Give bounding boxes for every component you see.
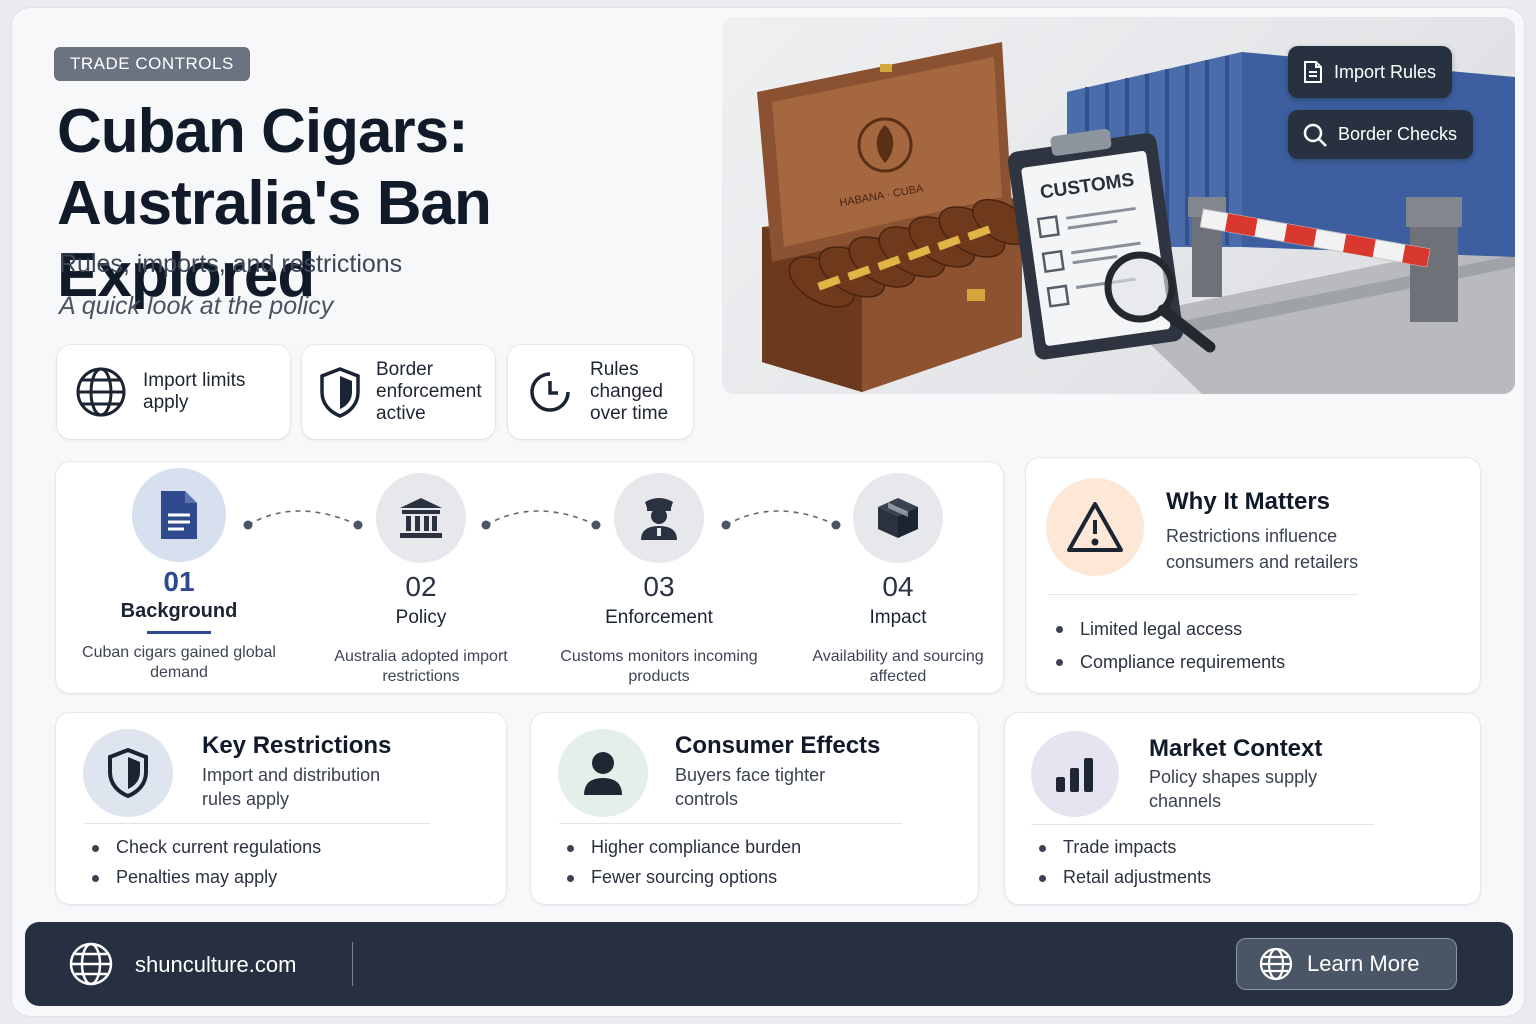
clock-icon <box>530 372 570 412</box>
step-icon-circle <box>132 468 226 562</box>
feature-label: Border enforcement active <box>376 359 482 424</box>
document-icon <box>1304 61 1322 83</box>
hero-illustration: HABANA · CUBA CUSTOMS Import Rules <box>722 17 1515 394</box>
step-description: Availability and sourcing affected <box>812 648 984 685</box>
why-bullets: Limited legal access Compliance requirem… <box>1054 613 1285 679</box>
bullet-item: Limited legal access <box>1054 613 1285 646</box>
feature-border-enforcement: Border enforcement active <box>302 345 495 439</box>
learn-more-button[interactable]: Learn More <box>1236 938 1457 990</box>
divider <box>1048 594 1358 595</box>
card-bullets: Check current regulations Penalties may … <box>90 832 321 892</box>
page-title: Cuban Cigars: Australia's Ban Explored <box>57 96 717 312</box>
divider <box>1031 824 1374 825</box>
document-icon <box>161 491 197 539</box>
bullet-item: Penalties may apply <box>90 862 321 892</box>
market-context-card: Market Context Policy shapes supply chan… <box>1005 713 1480 904</box>
why-title: Why It Matters <box>1166 488 1331 515</box>
step-icon-circle <box>853 473 943 563</box>
page-tagline: A quick look at the policy <box>59 292 334 320</box>
card-description: Policy shapes supply channels <box>1149 767 1318 811</box>
why-description: Restrictions influence consumers and ret… <box>1166 526 1359 572</box>
title-line-1: Cuban Cigars: <box>57 97 469 166</box>
active-step-underline <box>147 631 211 634</box>
card-bullets: Trade impacts Retail adjustments <box>1037 832 1211 892</box>
step-icon-circle <box>376 473 466 563</box>
card-bullets: Higher compliance burden Fewer sourcing … <box>565 832 801 892</box>
divider <box>84 823 430 824</box>
search-icon <box>1303 123 1327 147</box>
shield-icon <box>108 748 148 798</box>
import-rules-label: Import Rules <box>1334 61 1437 82</box>
timeline-step-enforcement: 03 Enforcement Customs monitors incoming… <box>549 473 769 687</box>
footer-bar: shunculture.com Learn More <box>25 922 1513 1006</box>
card-title: Market Context <box>1149 735 1323 762</box>
title-line-2: Australia's Ban Explored <box>57 169 492 310</box>
import-rules-button[interactable]: Import Rules <box>1288 46 1453 98</box>
shield-icon-circle <box>83 729 173 817</box>
bar-chart-icon-circle <box>1031 731 1119 817</box>
government-building-icon <box>400 498 442 538</box>
user-icon <box>584 752 622 795</box>
bullet-item: Higher compliance burden <box>565 832 801 862</box>
step-description: Customs monitors incoming products <box>560 648 758 685</box>
card-description: Import and distribution rules apply <box>202 765 381 809</box>
shield-icon <box>320 367 360 418</box>
card-title: Consumer Effects <box>675 732 881 759</box>
feature-import-limits: Import limits apply <box>57 345 290 439</box>
step-number: 03 <box>643 571 675 602</box>
globe-icon <box>69 942 113 986</box>
user-icon-circle <box>558 729 648 817</box>
border-checks-button[interactable]: Border Checks <box>1288 110 1474 159</box>
learn-more-label: Learn More <box>1307 951 1420 976</box>
step-number: 02 <box>405 571 437 602</box>
package-icon <box>878 498 918 538</box>
footer-divider <box>352 942 353 986</box>
site-url[interactable]: shunculture.com <box>135 952 297 977</box>
feature-label: Rules changed over time <box>590 359 669 424</box>
bullet-item: Trade impacts <box>1037 832 1211 862</box>
card-title: Key Restrictions <box>202 732 392 759</box>
why-it-matters-card: Why It Matters Restrictions influence co… <box>1026 458 1480 693</box>
warning-icon <box>1067 502 1123 552</box>
globe-icon <box>76 367 126 417</box>
bullet-item: Retail adjustments <box>1037 862 1211 892</box>
feature-rules-changed: Rules changed over time <box>508 345 693 439</box>
page-subtitle: Rules, imports, and restrictions <box>59 250 403 278</box>
timeline-step-policy: 02 Policy Australia adopted import restr… <box>311 473 531 687</box>
step-title: Enforcement <box>605 607 713 628</box>
step-icon-circle <box>614 473 704 563</box>
step-title: Impact <box>869 607 927 628</box>
divider <box>559 823 902 824</box>
globe-icon <box>1259 947 1293 981</box>
bullet-item: Check current regulations <box>90 832 321 862</box>
step-title: Background <box>120 600 238 622</box>
consumer-effects-card: Consumer Effects Buyers face tighter con… <box>531 713 978 904</box>
timeline-step-background: 01 Background Cuban cigars gained global… <box>69 468 289 683</box>
key-restrictions-card: Key Restrictions Import and distribution… <box>56 713 506 904</box>
timeline-step-impact: 04 Impact Availability and sourcing affe… <box>788 473 1008 687</box>
category-tag: TRADE CONTROLS <box>54 47 250 81</box>
border-checks-label: Border Checks <box>1338 124 1458 144</box>
customs-officer-icon <box>641 498 677 540</box>
policy-timeline: 01 Background Cuban cigars gained global… <box>56 462 1003 693</box>
bullet-item: Fewer sourcing options <box>565 862 801 892</box>
warning-icon-circle <box>1046 478 1144 576</box>
bullet-item: Compliance requirements <box>1054 646 1285 679</box>
step-description: Australia adopted import restrictions <box>334 648 508 685</box>
card-description: Buyers face tighter controls <box>675 765 826 809</box>
step-number: 04 <box>882 571 914 602</box>
step-number: 01 <box>163 566 195 597</box>
bar-chart-icon <box>1056 758 1093 792</box>
cigar-customs-scene: HABANA · CUBA CUSTOMS <box>757 42 1515 394</box>
step-title: Policy <box>395 607 447 628</box>
step-description: Cuban cigars gained global demand <box>82 644 276 681</box>
feature-label: Import limits apply <box>143 370 246 413</box>
timeline-connectors <box>243 510 841 530</box>
